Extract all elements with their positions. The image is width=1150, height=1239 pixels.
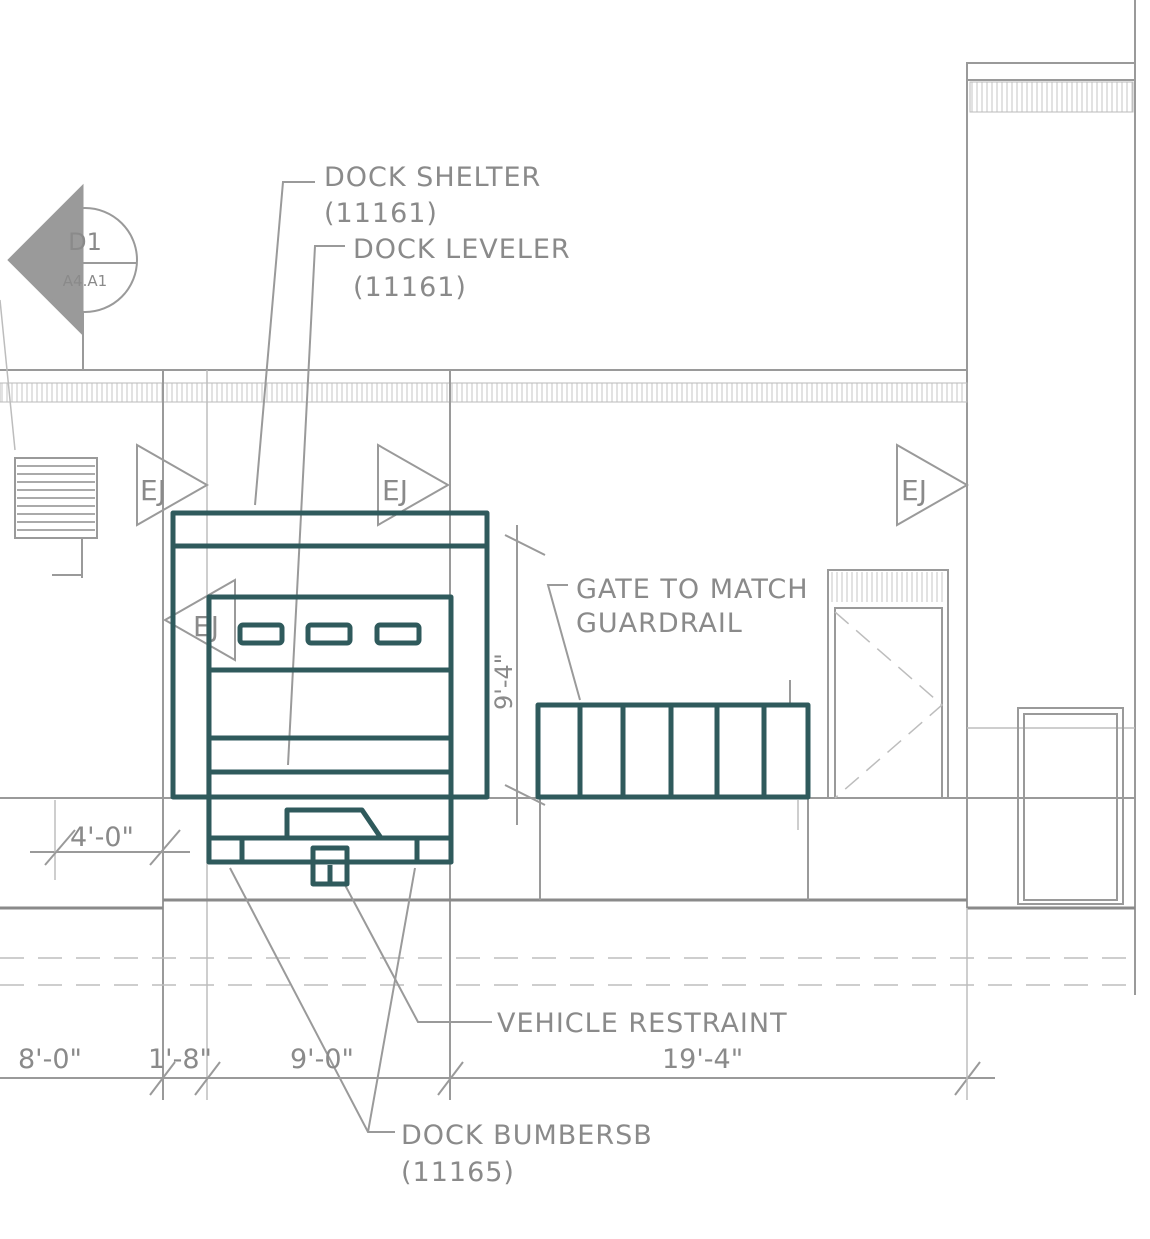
vehicle-restraint-label: VEHICLE RESTRAINT <box>497 1008 788 1039</box>
dimension-9ft: 9'-0" <box>290 1044 354 1075</box>
section-marker-bottom: A4.A1 <box>63 272 107 290</box>
louver <box>0 299 98 578</box>
ej-marker: EJ <box>377 443 451 527</box>
ej-marker: EJ <box>896 443 970 527</box>
svg-text:EJ: EJ <box>901 474 927 507</box>
gate-label-line2: GUARDRAIL <box>576 608 743 639</box>
small-door <box>1017 707 1124 905</box>
height-dimension-text: 9'-4" <box>490 653 518 710</box>
svg-text:EJ: EJ <box>140 474 166 507</box>
dock-shelter-code: (11161) <box>324 198 438 229</box>
section-marker: D1 A4.A1 <box>7 183 138 370</box>
ej-marker: EJ <box>162 578 236 662</box>
gate <box>535 702 811 800</box>
offset-dimension: 4'-0" <box>30 800 190 880</box>
svg-text:EJ: EJ <box>193 610 219 643</box>
dock-leveler <box>284 807 384 840</box>
ej-marker: EJ <box>136 443 210 527</box>
section-marker-top: D1 <box>68 228 102 256</box>
dock-leveler-code: (11161) <box>353 272 467 303</box>
dock-bumpers-label: DOCK BUMBERSB <box>401 1120 653 1151</box>
dimension-19ft4: 19'-4" <box>662 1044 743 1075</box>
gate-label-line1: GATE TO MATCH <box>576 574 809 605</box>
building-linework <box>0 0 1136 1100</box>
svg-text:EJ: EJ <box>382 474 408 507</box>
dock-bumper <box>414 835 454 865</box>
vehicle-restraint <box>310 845 350 887</box>
dock-shelter-label: DOCK SHELTER <box>324 162 541 193</box>
man-door <box>827 569 949 799</box>
height-dimension: 9'-4" <box>490 525 799 830</box>
leader-lines <box>229 181 581 1133</box>
dock-shelter <box>170 510 490 800</box>
dock-leveler-label: DOCK LEVELER <box>353 234 571 265</box>
dimension-string: 8'-0" 1'-8" 9'-0" 19'-4" <box>0 908 995 1100</box>
dimension-8ft: 8'-0" <box>18 1044 82 1075</box>
offset-dimension-text: 4'-0" <box>70 822 134 853</box>
dock-door <box>206 594 454 865</box>
dock-bumper <box>206 835 245 865</box>
dimension-1ft8: 1'-8" <box>148 1044 212 1075</box>
dock-bumpers-code: (11165) <box>401 1157 515 1188</box>
